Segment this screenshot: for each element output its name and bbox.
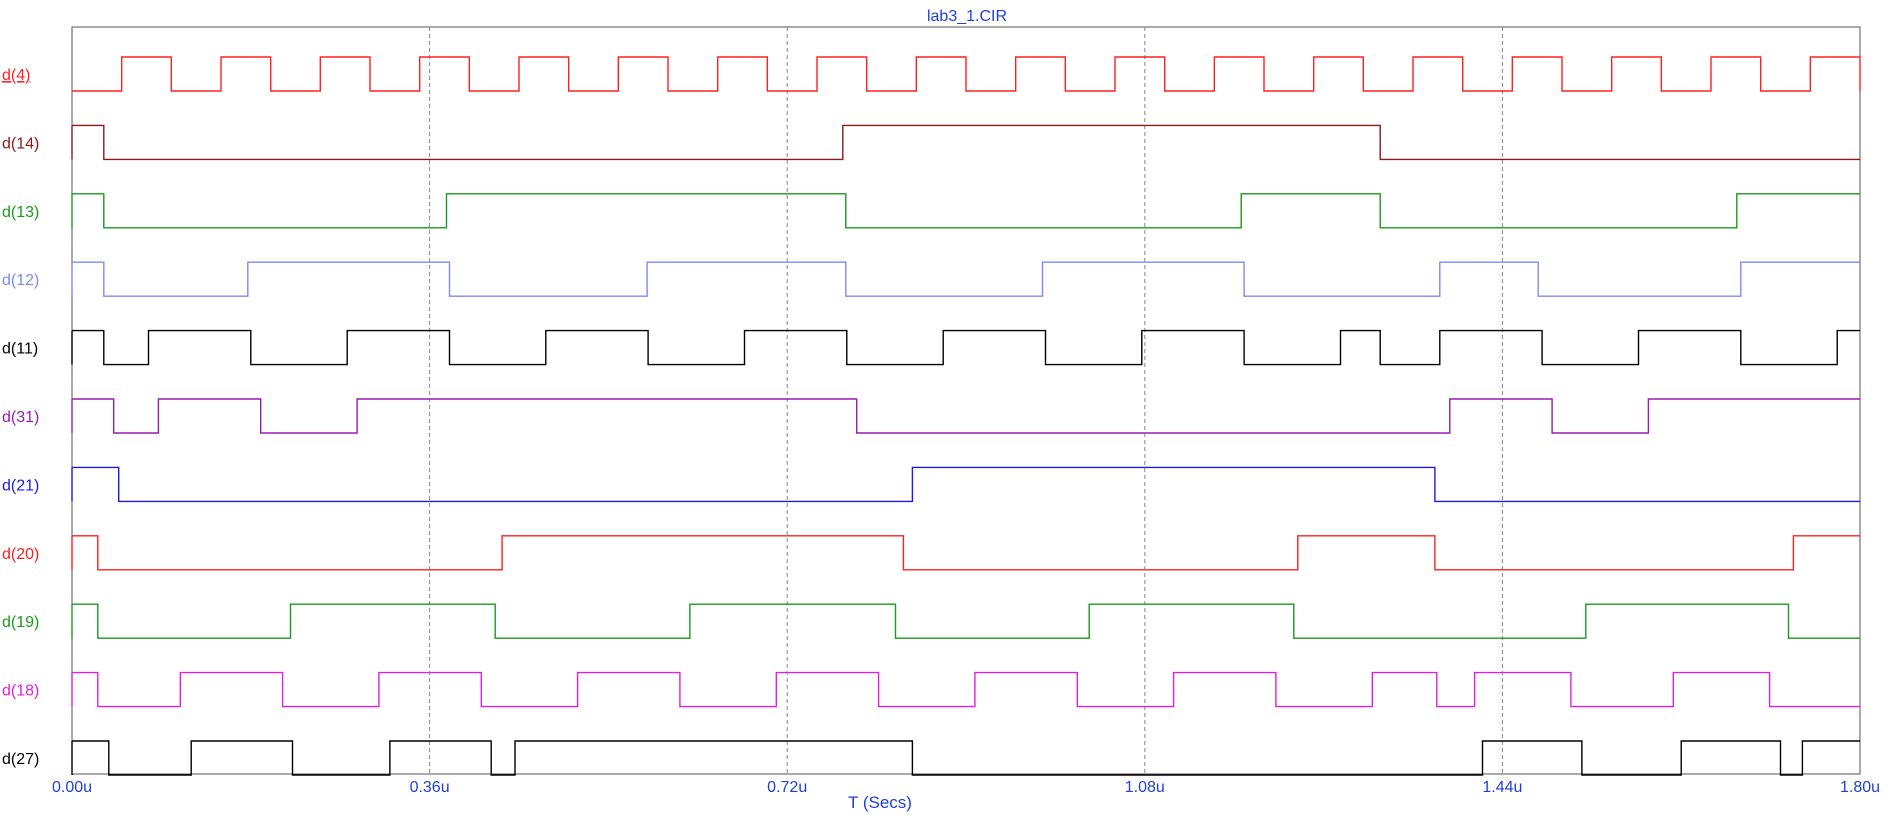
signal-trace-d12 [71,261,1860,297]
signal-trace-d27 [71,740,1860,776]
signal-trace-d21 [71,466,1860,503]
x-tick-label: 0.00u [52,779,92,796]
signal-label: d(14) [2,135,39,152]
signal-label: d(19) [2,614,39,631]
grid-lines [429,27,1503,774]
x-tick-label: 1.44u [1482,779,1522,796]
signal-label: d(21) [2,477,39,494]
signal-trace-d11 [71,329,1860,366]
plot-frame [71,26,1861,775]
x-axis-ticks: 0.00u 0.36u 0.72u 1.08u 1.44u 1.80u [52,779,1880,796]
signal-trace-d18 [71,671,1860,708]
signal-trace-d13 [71,193,1860,229]
chart-title: lab3_1.CIR [927,8,1007,25]
signal-label: d(20) [2,546,39,563]
x-tick-label: 1.80u [1840,779,1880,796]
signal-label: d(12) [2,272,39,289]
signal-trace-d20 [71,535,1860,571]
x-tick-label: 0.36u [410,779,450,796]
signal-trace-d31 [71,398,1860,434]
x-tick-label: 1.08u [1125,779,1165,796]
signal-label: d(31) [2,409,39,426]
signal-label: d(18) [2,683,39,700]
signal-trace-d19 [71,603,1860,639]
signal-trace-d4 [72,56,1861,92]
signal-labels: d(4) d(14) d(13) d(12) d(11) d(31) d(21) d(20) d… [2,67,39,768]
signal-trace-d14 [71,124,1860,161]
signal-traces [71,56,1861,776]
x-tick-label: 0.72u [767,779,807,796]
signal-label: d(11) [2,341,38,358]
signal-label: d(27) [2,751,39,768]
signal-label: d(13) [2,204,39,221]
x-axis-label: T (Secs) [848,793,912,812]
signal-label: d(4) [2,67,30,84]
